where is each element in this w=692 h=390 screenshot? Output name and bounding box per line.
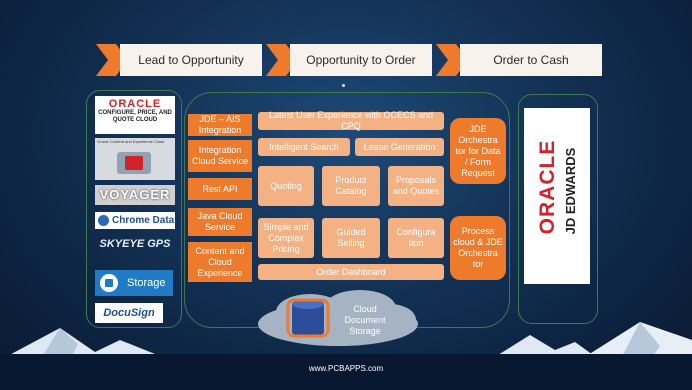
partner-logos-panel [86, 90, 182, 328]
guided-selling-box: Guided Selling [322, 218, 380, 258]
chevron-opportunity-to-order: Opportunity to Order [266, 44, 432, 76]
content-cloud-text: Oracle Content and Experience Cloud [97, 139, 165, 144]
java-cloud-service-box: Java Cloud Service [188, 208, 252, 236]
skyeye-gps-logo: SKYEYE GPS [99, 238, 171, 250]
storage-logo: Storage [95, 270, 173, 296]
storage-icon [100, 274, 118, 292]
mountains-background [0, 322, 692, 360]
chevron-shape [96, 44, 262, 76]
configuration-box: Configura tion [388, 218, 444, 258]
lease-generation-box: Lease Generation [355, 138, 444, 156]
intelligent-search-box: Intelligent Search [258, 138, 350, 156]
content-icon [125, 156, 143, 170]
jde-orchestrator-form-request-box: JDE Orchestra tor for Data / Form Reques… [450, 118, 506, 184]
oracle-brand: ORACLE [108, 98, 162, 110]
database-icon [286, 298, 330, 338]
integration-cloud-service-box: Integration Cloud Service [188, 140, 252, 172]
latest-user-experience-bar: Latest User Experience with OCECS and CP… [258, 110, 444, 131]
quoting-box: Quoting [258, 166, 314, 206]
cpq-text: CONFIGURE, PRICE, AND QUOTE CLOUD [98, 110, 172, 123]
footer-bar: www.PCBAPPS.com [0, 354, 692, 390]
docusign-logo: DocuSign [95, 303, 163, 323]
chevron-label: Order to Cash [493, 53, 569, 67]
chevron-order-to-cash: Order to Cash [436, 44, 602, 76]
chevron-lead-to-opportunity: Lead to Opportunity [96, 44, 262, 76]
oracle-cpq-logo: ORACLE CONFIGURE, PRICE, AND QUOTE CLOUD [95, 96, 175, 134]
storage-text: Storage [127, 277, 166, 289]
jde-ais-integration-box: JDE – AIS Integration [188, 114, 252, 136]
dot [342, 84, 345, 87]
jd-edwards-text: JD EDWARDS [563, 147, 578, 235]
chrome-data-icon [98, 215, 109, 226]
product-catalog-box: Product Catalog [322, 166, 380, 206]
rest-api-box: Rest API [188, 178, 252, 200]
oracle-brand-vertical: ORACLE [536, 139, 559, 235]
jd-edwards-logo: ORACLE JD EDWARDS [524, 108, 590, 284]
proposals-quotes-box: Proposals and Quotes [388, 166, 444, 206]
chevron-label: Opportunity to Order [306, 53, 416, 67]
oracle-content-logo: Oracle Content and Experience Cloud [95, 138, 175, 180]
content-cloud-experience-box: Content and Cloud Experience [188, 242, 252, 282]
chevron-label: Lead to Opportunity [138, 53, 244, 67]
pricing-box: Simple and Complex Pricing [258, 218, 314, 258]
footer-url[interactable]: www.PCBAPPS.com [308, 364, 384, 373]
order-dashboard-bar: Order Dashboard [258, 264, 444, 280]
voyager-logo: VOYAGER [95, 185, 175, 205]
process-cloud-orchestrator-box: Process cloud & JDE Orchestra tor [450, 216, 506, 280]
cloud-document-storage-label: Cloud Document Storage [344, 304, 386, 336]
jde-panel [518, 94, 598, 324]
chevron-shape [436, 44, 602, 76]
chrome-data-logo: Chrome Data [95, 212, 175, 229]
chrome-data-text: Chrome Data [112, 215, 175, 226]
chevron-shape [266, 44, 432, 76]
